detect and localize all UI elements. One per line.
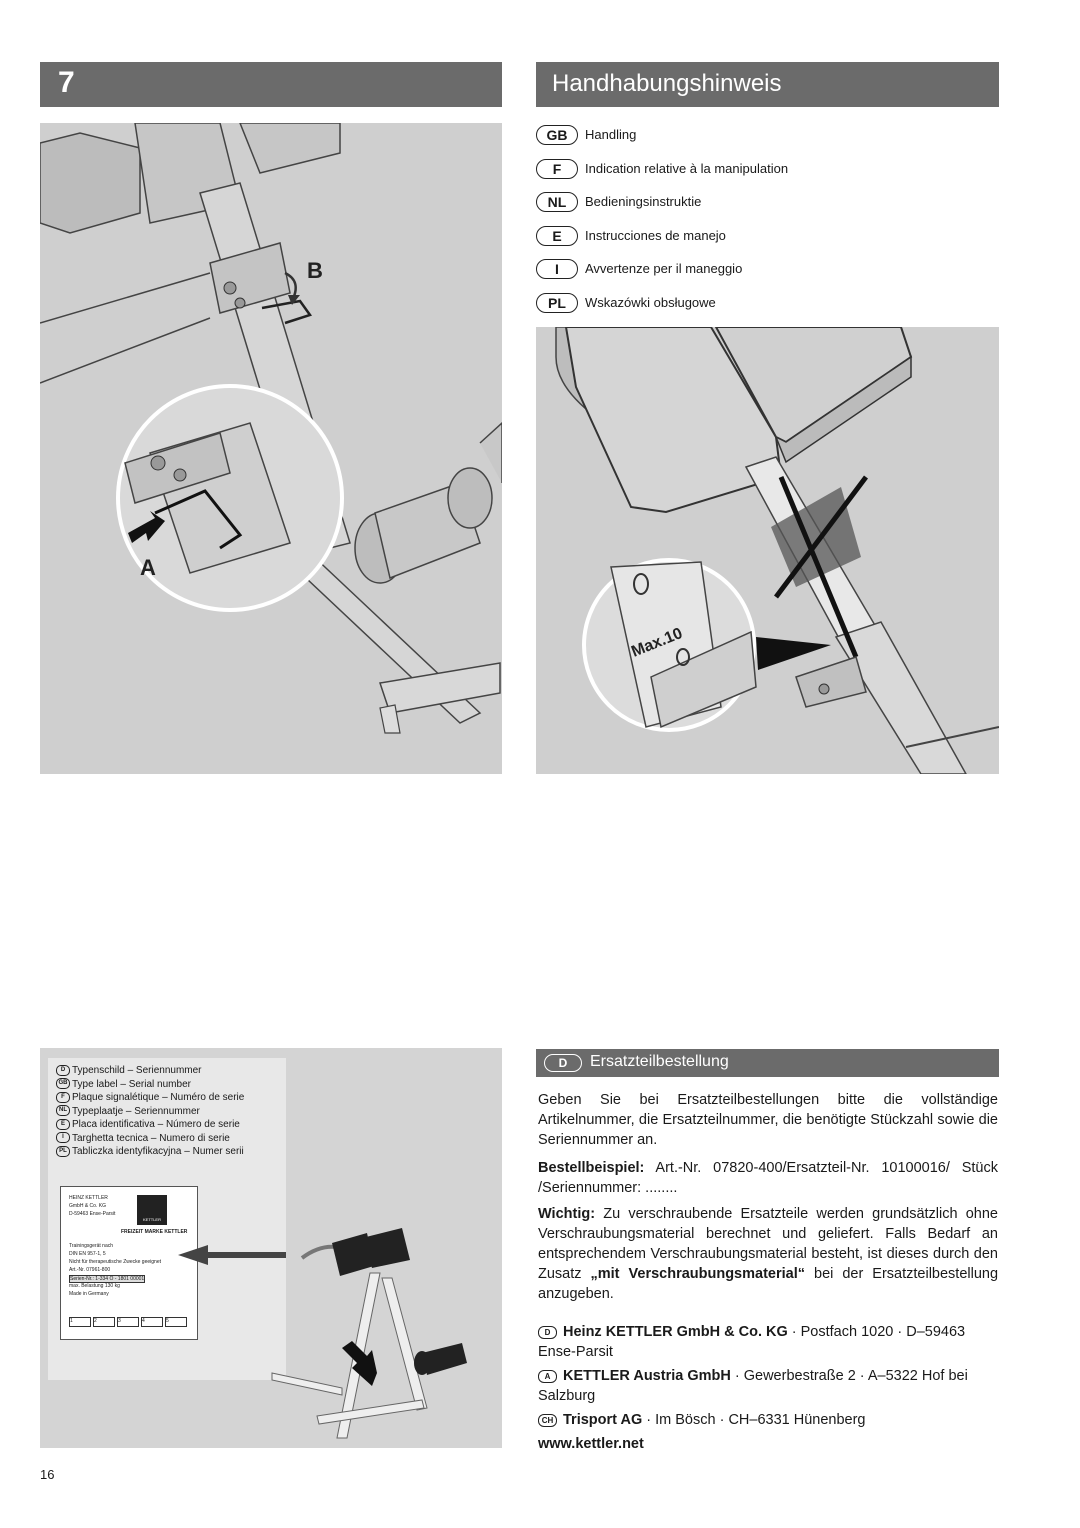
lang-badge: NL — [536, 192, 578, 212]
handling-illustration-fold: B A — [40, 123, 502, 774]
bench-max-drawing: Max.10 — [536, 327, 999, 774]
lang-badge: PL — [536, 292, 578, 313]
page-number: 16 — [40, 1467, 55, 1482]
lang-badge: F — [536, 158, 578, 179]
lang-text: Instrucciones de manejo — [585, 227, 726, 243]
website-link[interactable]: www.kettler.net — [538, 1436, 644, 1452]
spare-parts-intro: Geben Sie bei Ersatzteilbestellungen bit… — [538, 1092, 998, 1148]
handling-illustration-max: Max.10 — [536, 327, 999, 774]
spare-parts-header: D Ersatzteilbestellung — [536, 1049, 999, 1077]
label-a: A — [140, 555, 156, 580]
important-note: Wichtig: Zu verschraubende Ersatzteile w… — [538, 1206, 999, 1302]
lang-text: Indication relative à la manipulation — [585, 160, 789, 176]
kettler-logo: KETTLER — [137, 1195, 167, 1225]
lang-text: Avvertenze per il maneggio — [585, 261, 743, 276]
lang-text: Bedieningsinstruktie — [585, 194, 702, 209]
lang-text: Wskazówki obsługowe — [585, 294, 716, 310]
lang-row-gb: GB Handling — [536, 123, 999, 157]
order-example: Bestellbeispiel: Art.-Nr. 07820-400/Ersa… — [538, 1160, 998, 1196]
label-b: B — [307, 258, 323, 283]
lang-row-i: I Avvertenze per il maneggio — [536, 257, 999, 291]
plate-arrow-icon — [178, 1245, 286, 1265]
lang-badge: GB — [536, 125, 578, 145]
lang-badge-d: D — [544, 1054, 582, 1072]
spare-parts-title: Ersatzteilbestellung — [590, 1053, 729, 1070]
lang-row-e: E Instrucciones de manejo — [536, 224, 999, 258]
lang-badge: I — [536, 259, 578, 279]
lang-text: Handling — [585, 127, 637, 142]
language-list: GB Handling F Indication relative à la man… — [536, 123, 999, 324]
lang-row-nl: NL Bedieningsinstruktie — [536, 190, 999, 224]
step-header: 7 — [40, 62, 502, 107]
lang-row-pl: PL Wskazówki obsługowe — [536, 291, 999, 325]
type-plate: HEINZ KETTLER GmbH & Co. KG D-59463 Ense… — [60, 1186, 198, 1340]
title-header: Handhabungshinweis — [536, 62, 999, 107]
bench-overview-drawing — [271, 1228, 467, 1439]
lang-row-f: F Indication relative à la manipulation — [536, 157, 999, 191]
serial-number: Serien-Nr.: 1-334 O - 1801 00001 — [69, 1275, 146, 1283]
step-number: 7 — [58, 66, 75, 99]
lang-badge: E — [536, 225, 578, 246]
page-title: Handhabungshinweis — [552, 70, 782, 97]
bench-fold-drawing: B A — [40, 123, 502, 774]
